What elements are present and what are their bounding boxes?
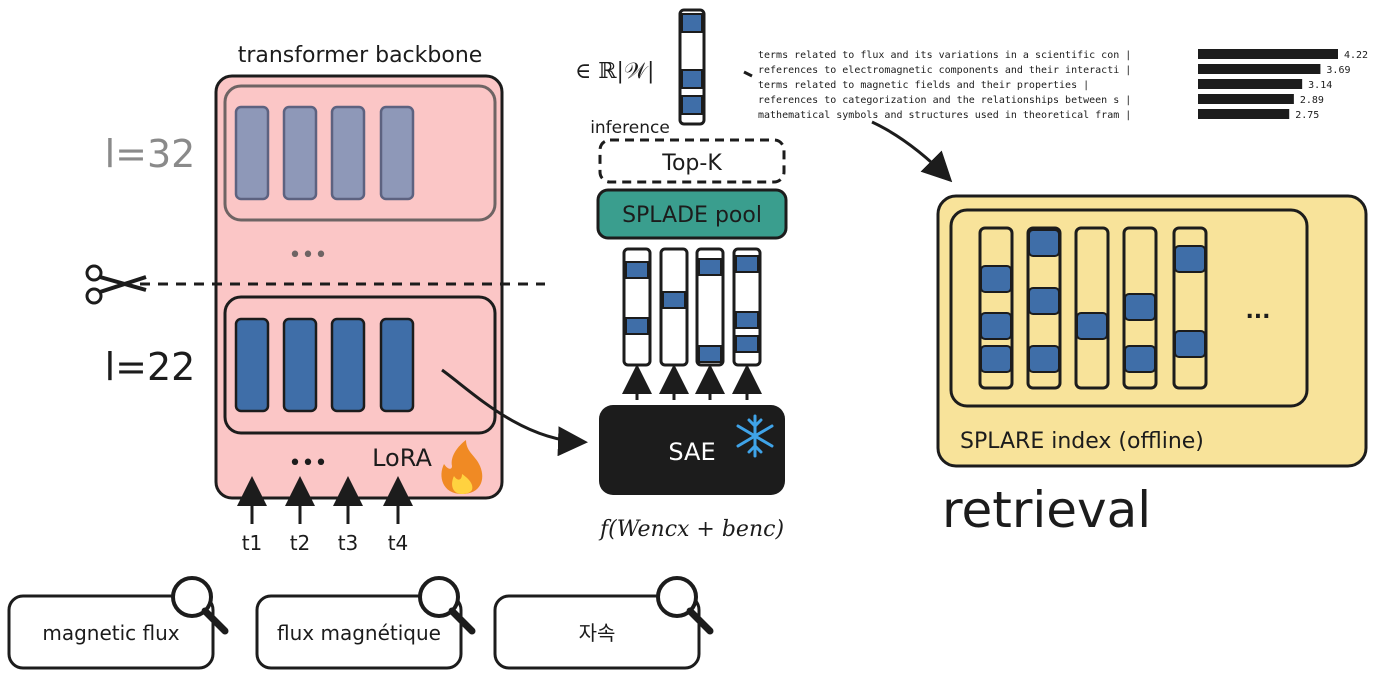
layer-blocks-mid bbox=[234, 317, 415, 413]
feature-score-value: 3.69 bbox=[1326, 65, 1350, 76]
magnifier-icon bbox=[656, 576, 714, 635]
magnifier-icon bbox=[171, 576, 229, 635]
query-text: magnetic flux bbox=[42, 621, 179, 645]
scissors-icon bbox=[85, 264, 147, 305]
token-label: t3 bbox=[338, 531, 359, 555]
layer-block bbox=[282, 105, 318, 201]
document-vector bbox=[1074, 226, 1110, 390]
token-arrows bbox=[237, 476, 413, 524]
active-dimension bbox=[681, 13, 703, 33]
query-text: flux magnétique bbox=[277, 621, 441, 645]
token-label: t2 bbox=[290, 531, 311, 555]
feature-pointer-tick bbox=[743, 70, 753, 78]
topk-label: Top-K bbox=[661, 151, 722, 176]
features-to-index-arrow bbox=[871, 120, 953, 183]
splade-pool-box bbox=[596, 188, 788, 240]
sae-to-vector-arrows bbox=[622, 364, 762, 400]
layer-top-label: l=32 bbox=[105, 132, 196, 176]
splade-pool-label: SPLADE pool bbox=[622, 203, 762, 228]
active-dimension bbox=[980, 345, 1012, 373]
query-card[interactable]: magnetic flux bbox=[7, 576, 229, 670]
query-box[interactable] bbox=[255, 594, 463, 670]
active-dimension bbox=[1076, 312, 1108, 340]
index-document-vectors bbox=[978, 226, 1208, 390]
layer-mid-label: l=22 bbox=[105, 345, 196, 389]
feature-description: terms related to magnetic fields and the… bbox=[758, 80, 1089, 91]
feature-score-bar bbox=[1198, 79, 1303, 89]
query-text: 자속 bbox=[579, 621, 616, 645]
index-inner-box bbox=[949, 208, 1309, 408]
query-card[interactable]: flux magnétique bbox=[255, 576, 476, 670]
feature-description: references to categorization and the rel… bbox=[758, 95, 1131, 106]
active-dimension bbox=[980, 312, 1012, 340]
layer-group-top bbox=[223, 84, 497, 222]
feature-description: mathematical symbols and structures used… bbox=[758, 110, 1131, 121]
layer-dots: ••• bbox=[289, 243, 328, 268]
active-dimension bbox=[735, 255, 759, 273]
token-sparse-vectors bbox=[622, 247, 762, 367]
backbone-to-sae-arrow bbox=[441, 368, 588, 457]
feature-description: terms related to flux and its variations… bbox=[758, 50, 1131, 61]
feature-score-value: 4.22 bbox=[1344, 50, 1368, 61]
retrieval-title: retrieval bbox=[942, 481, 1151, 539]
token-label: t4 bbox=[388, 531, 409, 555]
active-dimension bbox=[1028, 287, 1060, 315]
feature-description: references to electromagnetic components… bbox=[758, 65, 1131, 76]
active-dimension bbox=[1174, 330, 1206, 358]
layer-block bbox=[330, 105, 366, 201]
feature-score-bar bbox=[1198, 109, 1290, 119]
active-dimension bbox=[625, 317, 649, 335]
magnifier-icon bbox=[418, 576, 476, 635]
query-box[interactable] bbox=[7, 594, 215, 670]
active-dimension bbox=[681, 69, 703, 89]
layer-group-mid bbox=[223, 295, 497, 435]
layer-block bbox=[234, 105, 270, 201]
active-dimension bbox=[735, 311, 759, 329]
feature-score-value: 2.75 bbox=[1295, 110, 1319, 121]
feature-score-bar bbox=[1198, 49, 1338, 59]
active-dimension bbox=[681, 95, 703, 115]
active-dimension bbox=[1028, 345, 1060, 373]
active-dimension bbox=[662, 291, 686, 309]
index-ellipsis: ... bbox=[1245, 299, 1270, 324]
layer-block bbox=[379, 105, 415, 201]
active-dimension bbox=[1124, 345, 1156, 373]
query-card[interactable]: 자속 bbox=[493, 576, 714, 670]
layer-block bbox=[330, 317, 366, 413]
vocab-space-label: ∈ ℝ|𝒲| bbox=[575, 59, 654, 84]
inference-label: inference bbox=[590, 118, 670, 138]
active-dimension bbox=[1124, 293, 1156, 321]
active-dimension bbox=[1174, 245, 1206, 273]
active-dimension bbox=[1028, 229, 1060, 257]
feature-score-value: 2.89 bbox=[1300, 95, 1324, 106]
feature-score-value: 3.14 bbox=[1308, 80, 1332, 91]
active-dimension bbox=[698, 345, 722, 363]
topk-box bbox=[598, 138, 786, 184]
fire-icon bbox=[441, 440, 483, 494]
splare-index-label: SPLARE index (offline) bbox=[960, 429, 1204, 454]
active-dimension bbox=[625, 261, 649, 279]
feature-score-bar bbox=[1198, 94, 1294, 104]
feature-list: terms related to flux and its variations… bbox=[758, 49, 1368, 121]
layer-blocks-top bbox=[234, 105, 415, 201]
query-box[interactable] bbox=[493, 594, 701, 670]
lower-dots: ••• bbox=[289, 451, 328, 476]
backbone-title: transformer backbone bbox=[238, 43, 483, 68]
feature-score-bar bbox=[1198, 64, 1321, 74]
layer-block bbox=[282, 317, 318, 413]
token-label: t1 bbox=[242, 531, 263, 555]
layer-block bbox=[379, 317, 415, 413]
layer-block bbox=[234, 317, 270, 413]
snowflake-icon bbox=[736, 414, 774, 458]
active-dimension bbox=[735, 335, 759, 353]
lora-label: LoRA bbox=[372, 444, 432, 472]
active-dimension bbox=[980, 265, 1012, 293]
sae-label: SAE bbox=[668, 438, 715, 466]
active-dimension bbox=[698, 258, 722, 276]
sae-formula: f(Wencx + benc) bbox=[598, 517, 784, 542]
